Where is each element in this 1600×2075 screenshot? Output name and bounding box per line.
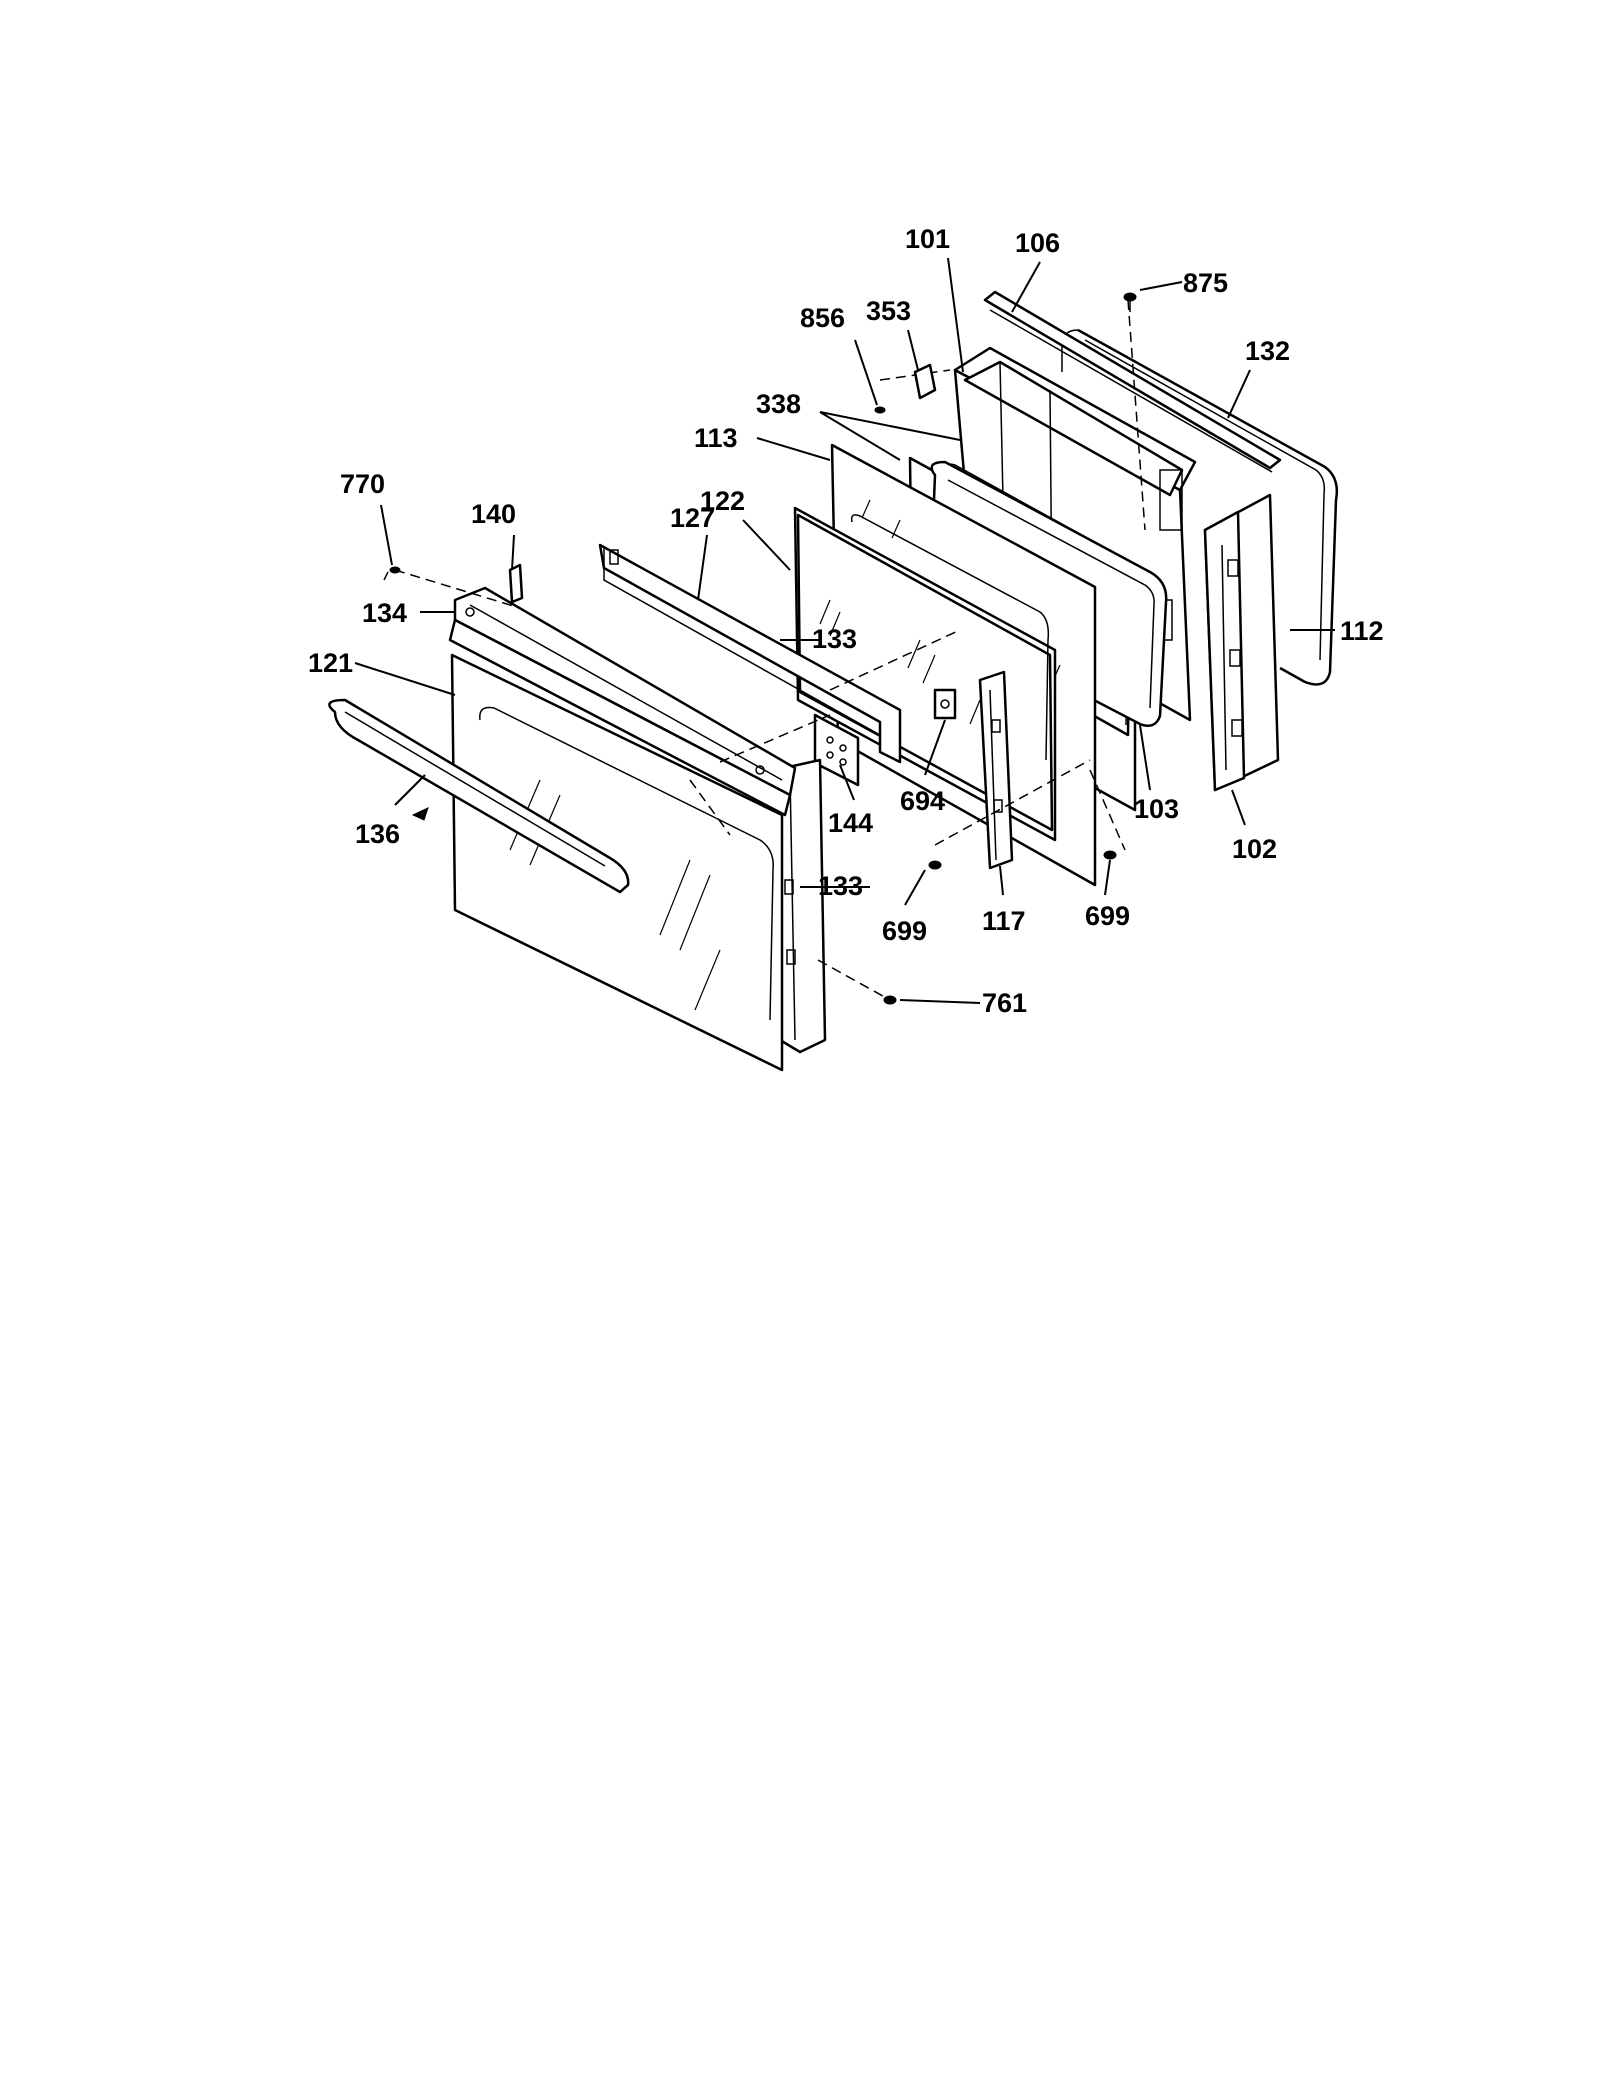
top-channel-106[interactable] bbox=[983, 290, 1282, 473]
screw-856-icon[interactable] bbox=[874, 406, 886, 414]
label-338[interactable]: 338 bbox=[756, 389, 801, 419]
label-694[interactable]: 694 bbox=[900, 786, 945, 816]
label-132[interactable]: 132 bbox=[1245, 336, 1290, 366]
label-122[interactable]: 122 bbox=[700, 486, 745, 516]
label-353[interactable]: 353 bbox=[866, 296, 911, 326]
label-133a[interactable]: 133 bbox=[812, 624, 857, 654]
label-113[interactable]: 113 bbox=[694, 423, 738, 453]
label-144[interactable]: 144 bbox=[828, 808, 873, 838]
label-112[interactable]: 112 bbox=[1340, 616, 1384, 646]
label-106[interactable]: 106 bbox=[1015, 228, 1060, 258]
screw-699b-icon[interactable] bbox=[1103, 850, 1117, 860]
label-136[interactable]: 136 bbox=[355, 819, 400, 849]
door-handle-136[interactable] bbox=[328, 698, 630, 894]
clip-353-icon[interactable] bbox=[913, 363, 937, 400]
label-856[interactable]: 856 bbox=[800, 303, 845, 333]
screw-761-icon[interactable] bbox=[883, 995, 897, 1005]
label-770[interactable]: 770 bbox=[340, 469, 385, 499]
label-117[interactable]: 117 bbox=[982, 906, 1026, 936]
label-134[interactable]: 134 bbox=[362, 598, 407, 628]
label-140[interactable]: 140 bbox=[471, 499, 516, 529]
label-699a[interactable]: 699 bbox=[882, 916, 927, 946]
screw-875-icon[interactable] bbox=[1123, 292, 1137, 312]
top-vent-trim-134[interactable] bbox=[448, 586, 797, 817]
label-761[interactable]: 761 bbox=[982, 988, 1027, 1018]
door-liner-102[interactable] bbox=[1203, 493, 1280, 792]
label-103[interactable]: 103 bbox=[1134, 794, 1179, 824]
label-102[interactable]: 102 bbox=[1232, 834, 1277, 864]
bracket-140[interactable] bbox=[508, 563, 524, 604]
top-trim-bracket-127[interactable] bbox=[598, 543, 902, 764]
label-121[interactable]: 121 bbox=[308, 648, 353, 678]
label-127[interactable]: 127 bbox=[670, 503, 715, 533]
side-trim-117[interactable] bbox=[978, 670, 1014, 870]
screw-770-icon[interactable] bbox=[383, 566, 401, 581]
label-133b[interactable]: 133 bbox=[818, 871, 863, 901]
label-101[interactable]: 101 bbox=[905, 224, 950, 254]
screw-136-icon[interactable] bbox=[411, 807, 429, 821]
assembly-lines bbox=[394, 299, 1146, 1001]
hinge-bracket-144[interactable] bbox=[813, 713, 860, 787]
label-699b[interactable]: 699 bbox=[1085, 901, 1130, 931]
label-875[interactable]: 875 bbox=[1183, 268, 1228, 298]
leader-lines bbox=[354, 257, 1335, 1004]
part-labels: 101 106 875 856 353 132 338 113 770 140 … bbox=[308, 224, 1384, 1018]
screw-699a-icon[interactable] bbox=[928, 860, 942, 870]
screw-694-icon[interactable] bbox=[933, 688, 957, 720]
